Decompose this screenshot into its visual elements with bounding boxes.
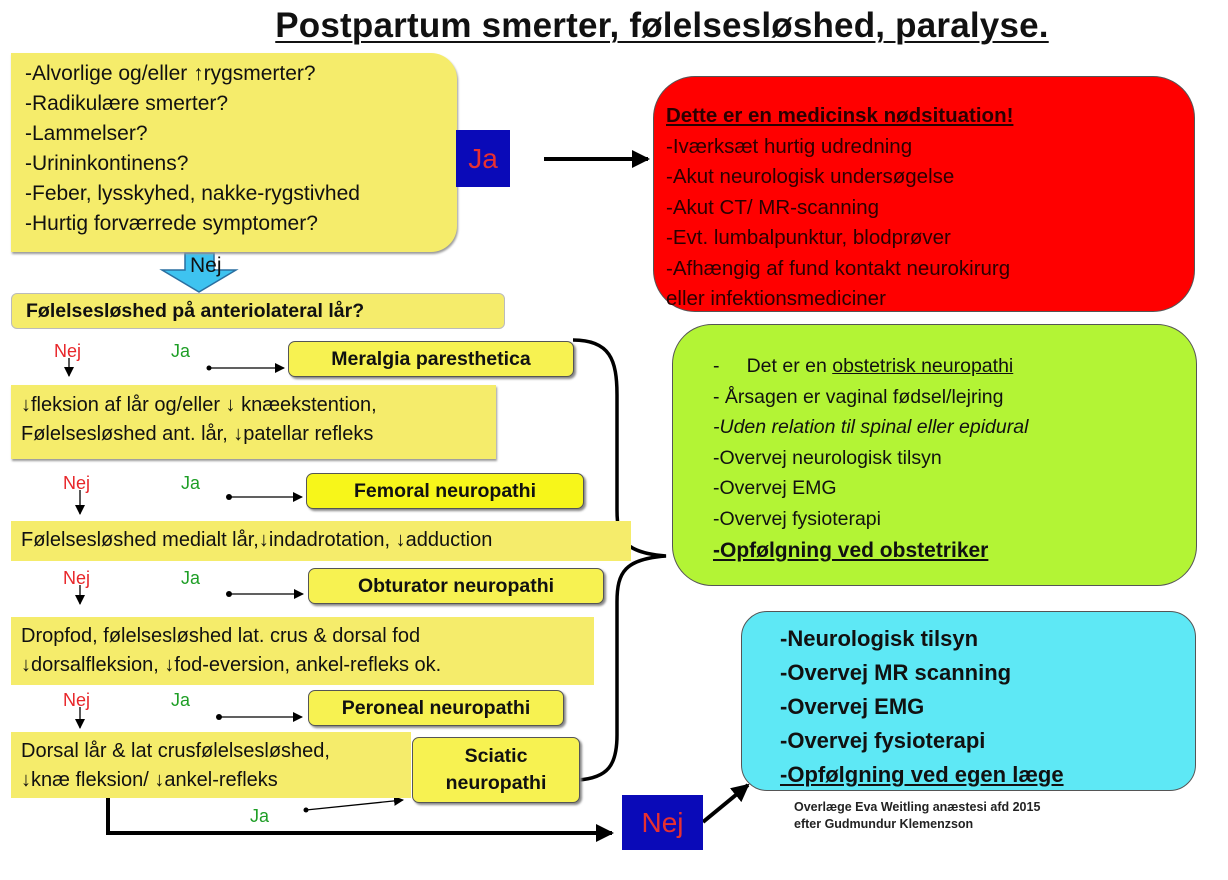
ja-label: Ja xyxy=(181,473,201,493)
neuro-item: -Overvej fysioterapi xyxy=(780,728,986,753)
emergency-item: -Evt. lumbalpunktur, blodprøver xyxy=(666,226,951,249)
page-title: Postpartum smerter, følelsesløshed, para… xyxy=(275,6,1049,45)
question-text: Følelsesløshed på anteriolateral lår? xyxy=(26,300,365,322)
obstetric-diagnosis: obstetrisk neuropathi xyxy=(832,355,1014,377)
emergency-item: eller infektionsmediciner xyxy=(666,287,886,310)
result-sciatic-neuropathi: Sciatic neuropathi xyxy=(412,737,580,803)
obstetric-item: -Overvej fysioterapi xyxy=(713,507,881,530)
question-item: -Radikulære smerter? xyxy=(25,92,229,115)
emergency-item: -Akut neurologisk undersøgelse xyxy=(666,165,955,188)
ja-arrow-5 xyxy=(305,795,404,811)
nej-label: Nej xyxy=(54,341,82,361)
question-item: -Alvorlige og/eller ↑rygsmerter? xyxy=(25,62,316,85)
question-item: -Hurtig forværrede symptomer? xyxy=(25,212,318,235)
result-line: neuropathi xyxy=(445,772,547,794)
question-line: ↓fleksion af lår og/eller ↓ knæekstentio… xyxy=(21,394,377,416)
ja-label: Ja xyxy=(250,806,270,826)
question-sciatic: Dorsal lår & lat crusfølelsesløshed, ↓kn… xyxy=(11,732,411,798)
question-item: -Urininkontinens? xyxy=(25,152,189,175)
credit-line: Overlæge Eva Weitling anæstesi afd 2015 xyxy=(794,800,1041,814)
obstetric-item: - Årsagen er vaginal fødsel/lejring xyxy=(713,385,1004,408)
obstetric-prefix: - Det er en xyxy=(713,355,833,377)
result-femoral-neuropathi: Femoral neuropathi xyxy=(306,473,584,509)
bottom-nej-path xyxy=(106,790,614,842)
nej-down-label: Nej xyxy=(190,254,222,277)
question-item: -Feber, lysskyhed, nakke-rygstivhed xyxy=(25,182,360,205)
obstetric-followup: -Opfølgning ved obstetriker xyxy=(713,539,989,562)
emergency-item: -Iværksæt hurtig udredning xyxy=(666,134,913,158)
ja-box: Ja xyxy=(456,130,510,187)
ja-label: Ja xyxy=(181,568,201,588)
obstetric-line: - Det er en obstetrisk neuropathi xyxy=(713,351,1196,382)
credit: Overlæge Eva Weitling anæstesi afd 2015 … xyxy=(794,799,1040,833)
neuro-item: -Overvej EMG xyxy=(780,694,925,719)
question-line: Dorsal lår & lat crusfølelsesløshed, xyxy=(21,740,330,762)
question-femoral: ↓fleksion af lår og/eller ↓ knæekstentio… xyxy=(11,385,496,459)
question-item: -Lammelser? xyxy=(25,122,148,145)
result-obturator-neuropathi: Obturator neuropathi xyxy=(308,568,604,604)
nej-label: Nej xyxy=(63,568,91,588)
bottom-nej-box: Nej xyxy=(622,795,703,850)
ja-label: Ja xyxy=(171,690,191,710)
question-line: ↓dorsalfleksion, ↓fod-eversion, ankel-re… xyxy=(21,654,442,676)
result-meralgia-paresthetica: Meralgia paresthetica xyxy=(288,341,574,377)
question-line: Følelsesløshed ant. lår, ↓patellar refle… xyxy=(21,423,374,445)
nej-label: Nej xyxy=(63,473,91,493)
question-peroneal: Dropfod, følelsesløshed lat. crus & dors… xyxy=(11,617,594,685)
nej-label: Nej xyxy=(63,690,91,710)
ja-label: Ja xyxy=(171,341,191,361)
question-line: Dropfod, følelsesløshed lat. crus & dors… xyxy=(21,625,421,647)
neurology-followup-box: -Neurologisk tilsyn -Overvej MR scanning… xyxy=(741,611,1196,791)
obstetric-neuropathy-box: - Det er en obstetrisk neuropathi - Årsa… xyxy=(672,324,1197,586)
credit-line: efter Gudmundur Klemenzson xyxy=(794,817,974,831)
red-flag-questions-box: -Alvorlige og/eller ↑rygsmerter? -Radiku… xyxy=(11,53,457,252)
emergency-box: Dette er en medicinsk nødsituation! -Ivæ… xyxy=(653,76,1195,312)
obstetric-item: -Uden relation til spinal eller epidural xyxy=(713,416,1029,438)
question-anterolateral: Følelsesløshed på anteriolateral lår? xyxy=(11,293,505,329)
result-peroneal-neuropathi: Peroneal neuropathi xyxy=(308,690,564,726)
obstetric-item: -Overvej EMG xyxy=(713,477,837,499)
question-line: ↓knæ fleksion/ ↓ankel-refleks xyxy=(21,769,278,791)
curly-brace xyxy=(572,338,667,782)
result-line: Sciatic xyxy=(464,745,528,767)
neuro-item: -Overvej MR scanning xyxy=(780,660,1012,685)
nej-down-arrow xyxy=(159,252,239,293)
obstetric-item: -Overvej neurologisk tilsyn xyxy=(713,446,942,469)
emergency-item: -Afhængig af fund kontakt neurokirurg xyxy=(666,256,1011,280)
neuro-item: -Neurologisk tilsyn xyxy=(780,626,979,651)
neuro-followup: -Opfølgning ved egen læge xyxy=(780,762,1064,787)
nej-to-neuro-arrow xyxy=(701,783,750,824)
emergency-heading: Dette er en medicinsk nødsituation! xyxy=(666,104,1014,127)
question-line: Følelsesløshed medialt lår,↓indadrotatio… xyxy=(21,529,493,551)
emergency-item: -Akut CT/ MR-scanning xyxy=(666,195,880,219)
question-obturator: Følelsesløshed medialt lår,↓indadrotatio… xyxy=(11,521,631,561)
